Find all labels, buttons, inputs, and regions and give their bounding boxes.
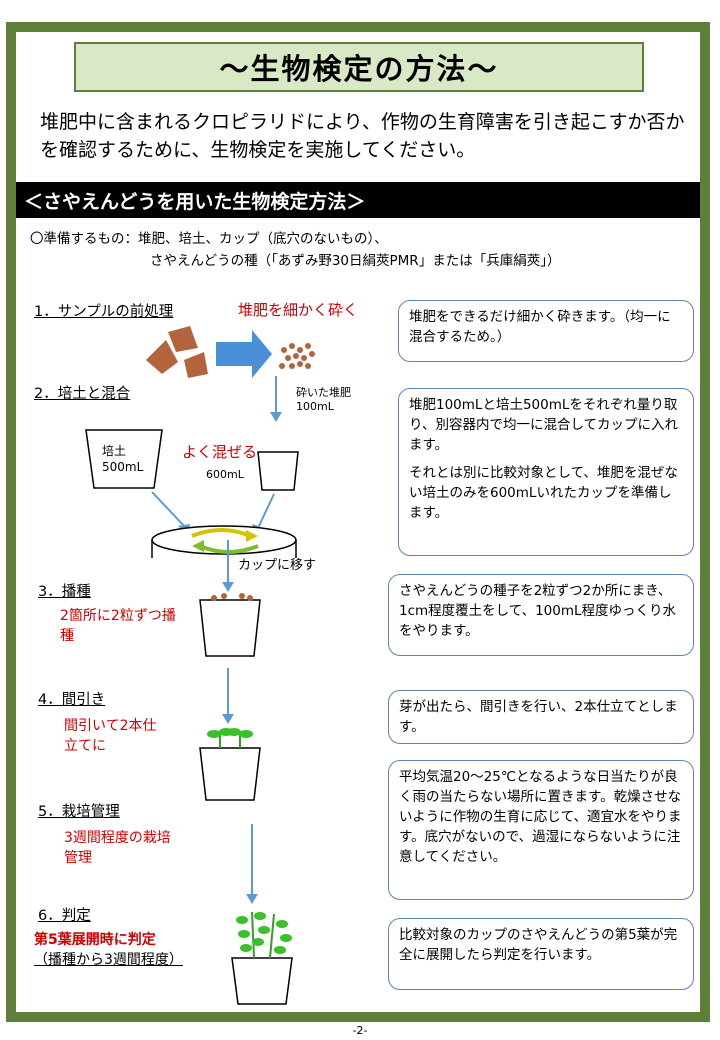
compost-crushing-illustration bbox=[146, 326, 315, 378]
transfer-label: カップに移す bbox=[238, 558, 317, 573]
callout-step-1: 堆肥をできるだけ細かく砕きます。（均一に混合するため。） bbox=[398, 300, 694, 362]
crush-label: 堆肥を細かく砕く bbox=[238, 301, 359, 319]
mixing-illustration bbox=[85, 376, 299, 558]
page-number: -2- bbox=[352, 1024, 368, 1037]
step-4-label: 4．間引き bbox=[38, 692, 106, 708]
compost-volume-label: 100mL bbox=[296, 400, 334, 413]
step-6-subnote: （播種から3週間程度） bbox=[34, 952, 183, 968]
step-2-label: 2．培土と混合 bbox=[34, 386, 131, 402]
step-5-label: 5．栽培管理 bbox=[38, 804, 120, 820]
step-6-note: 第5葉展開時に判定 bbox=[34, 932, 156, 948]
mix-volume-label: 600mL bbox=[206, 468, 244, 481]
callout-step-4: 芽が出たら、間引きを行い、2本仕立てとします。 bbox=[388, 690, 694, 744]
section-heading: ＜さやえんどうを用いた生物検定方法＞ bbox=[16, 182, 700, 218]
step-5-note: 3週間程度の栽培管理 bbox=[64, 830, 171, 866]
preparation-list: 〇準備するもの：堆肥、培土、カップ（底穴のないもの）、 さやえんどうの種（「あず… bbox=[30, 228, 690, 272]
prep-line-2: さやえんどうの種（「あずみ野30日絹莢PMR」または「兵庫絹莢」） bbox=[150, 253, 561, 269]
step-1-label: 1．サンプルの前処理 bbox=[34, 304, 174, 320]
step-3-label: 3．播種 bbox=[38, 584, 91, 600]
soil-volume-label: 500mL bbox=[102, 460, 144, 474]
callout-step-6: 比較対象のカップのさやえんどうの第5葉が完全に展開したら判定を行います。 bbox=[388, 918, 694, 990]
crushed-compost-label: 砕いた堆肥 bbox=[296, 386, 351, 399]
callout-step-5: 平均気温20〜25℃となるような日当たりが良く雨の当たらない場所に置きます。乾燥… bbox=[388, 760, 694, 900]
step-6-label: 6．判定 bbox=[38, 908, 91, 924]
prep-line-1: 〇準備するもの：堆肥、培土、カップ（底穴のないもの）、 bbox=[30, 231, 388, 247]
soil-label: 培土 bbox=[102, 444, 127, 458]
callout-step-3: さやえんどうの種子を2粒ずつ2か所にまき、1cm程度覆土をして、100mL程度ゆ… bbox=[388, 574, 694, 656]
process-flow-illustration bbox=[199, 540, 293, 1005]
page-frame: 〜生物検定の方法〜 堆肥中に含まれるクロピラリドにより、作物の生育障害を引き起こ… bbox=[6, 22, 710, 1022]
page-title: 〜生物検定の方法〜 bbox=[74, 42, 644, 92]
step-3-note: 2箇所に2粒ずつ播種 bbox=[60, 608, 176, 644]
step-4-note: 間引いて2本仕立てに bbox=[64, 718, 157, 754]
mix-label: よく混ぜる bbox=[182, 443, 258, 461]
page-content: 〜生物検定の方法〜 堆肥中に含まれるクロピラリドにより、作物の生育障害を引き起こ… bbox=[16, 32, 700, 1012]
intro-text: 堆肥中に含まれるクロピラリドにより、作物の生育障害を引き起こすか否かを確認するた… bbox=[40, 111, 685, 161]
callout-step-2: 堆肥100mLと培土500mLをそれぞれ量り取り、別容器内で均一に混合してカップ… bbox=[398, 388, 694, 556]
